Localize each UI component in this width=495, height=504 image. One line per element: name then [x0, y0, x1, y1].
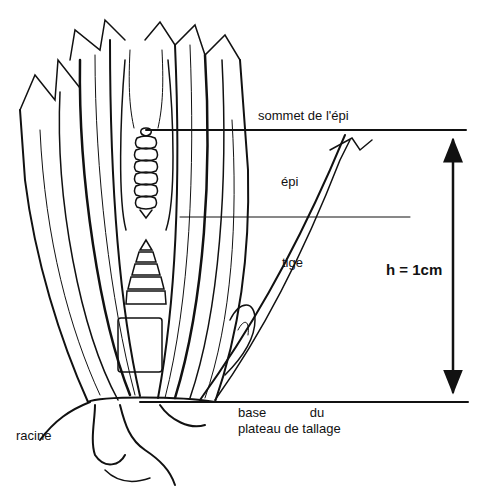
part-label: tige	[282, 255, 303, 271]
dimension-label: h = 1cm	[386, 262, 442, 278]
part-label: racine	[16, 428, 51, 444]
part-label: épi	[281, 174, 298, 190]
tip-label: sommet de l'épi	[258, 108, 349, 124]
base-label: base du plateau de tallage	[238, 405, 366, 437]
